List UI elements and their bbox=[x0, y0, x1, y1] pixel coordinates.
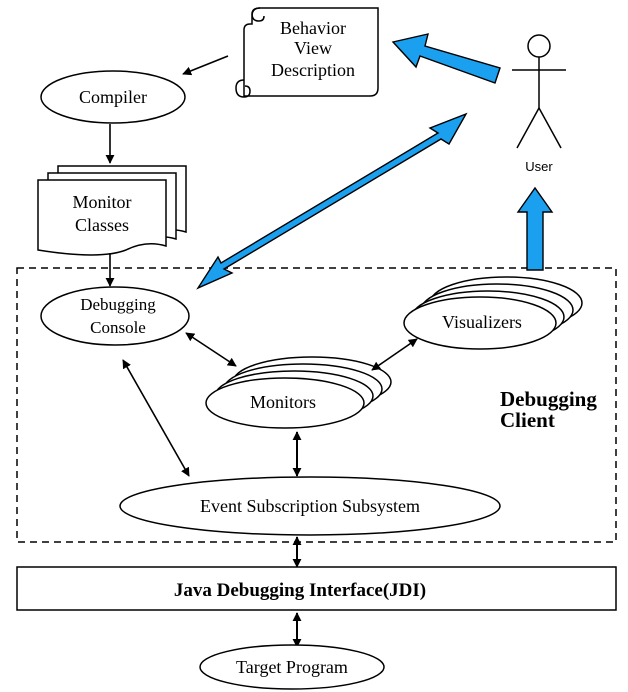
compiler-node[interactable]: Compiler bbox=[40, 70, 186, 124]
target-program-label: Target Program bbox=[236, 657, 348, 677]
debugging-console-node[interactable]: Debugging Console bbox=[40, 286, 190, 346]
visualizers-label: Visualizers bbox=[442, 312, 522, 332]
scroll-line-1: Behavior bbox=[280, 18, 346, 38]
monitor-classes-line-1: Monitor bbox=[72, 192, 131, 212]
event-subscription-subsystem-node[interactable]: Event Subscription Subsystem bbox=[119, 476, 501, 536]
visualizers-monitors-double-arrow bbox=[371, 338, 418, 371]
target-program-node[interactable]: Target Program bbox=[199, 644, 385, 690]
debugging-client-label-line-2: Client bbox=[500, 408, 555, 432]
console-event-subsystem-double-arrow bbox=[122, 359, 190, 477]
scroll-to-compiler-arrow bbox=[182, 55, 229, 76]
jdi-box[interactable]: Java Debugging Interface(JDI) bbox=[16, 566, 617, 611]
debugging-client-boundary bbox=[16, 267, 617, 543]
debugging-console-line-2: Console bbox=[90, 318, 146, 337]
scroll-line-2: View bbox=[294, 38, 332, 58]
behavior-view-description-scroll[interactable]: Behavior View Description bbox=[235, 7, 379, 98]
debugging-console-line-1: Debugging bbox=[80, 295, 156, 314]
console-monitors-double-arrow bbox=[185, 332, 237, 367]
debugging-client-label-line-1: Debugging bbox=[500, 387, 597, 411]
visualizers-node[interactable]: Visualizers bbox=[403, 276, 583, 350]
monitors-label: Monitors bbox=[250, 392, 316, 412]
client-to-user-blue-arrow bbox=[516, 186, 554, 271]
user-console-blue-double-arrow bbox=[196, 112, 468, 290]
user-label: User bbox=[525, 159, 553, 174]
event-subscription-label: Event Subscription Subsystem bbox=[200, 496, 420, 516]
compiler-label: Compiler bbox=[79, 87, 147, 107]
scroll-line-3: Description bbox=[271, 60, 355, 80]
user-to-scroll-blue-arrow bbox=[391, 33, 501, 84]
monitor-classes-stack[interactable]: Monitor Classes bbox=[37, 165, 187, 256]
monitors-node[interactable]: Monitors bbox=[205, 356, 392, 429]
monitor-classes-line-2: Classes bbox=[75, 215, 129, 235]
jdi-label: Java Debugging Interface(JDI) bbox=[174, 580, 426, 601]
user-actor-icon bbox=[512, 34, 566, 149]
